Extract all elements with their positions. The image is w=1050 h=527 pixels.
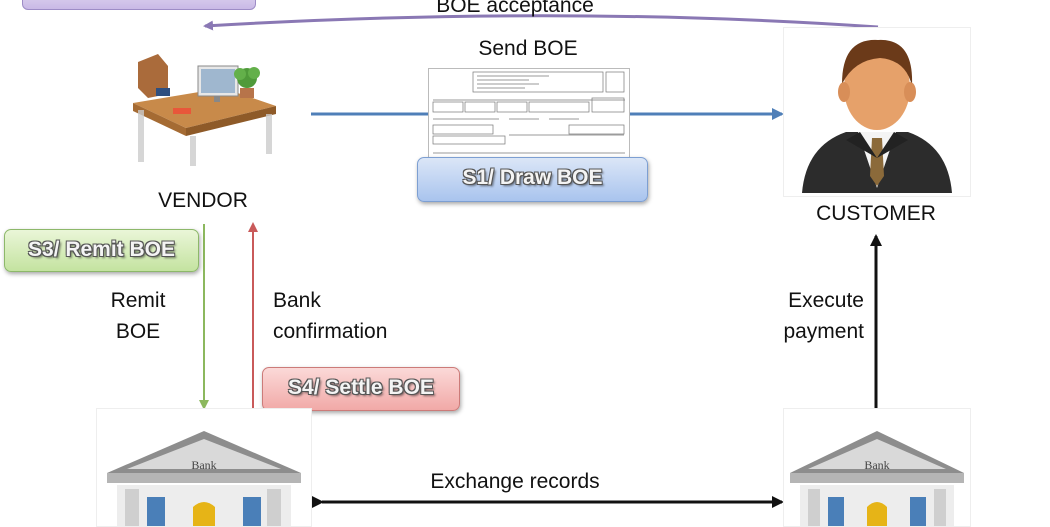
remit-boe-label: Remit BOE (88, 285, 188, 347)
step-s1-draw-boe: S1/ Draw BOE (417, 157, 648, 202)
bank-sign: Bank (191, 458, 216, 472)
bank-confirmation-label-line2: confirmation (273, 320, 388, 343)
vendor-label: VENDOR (158, 189, 248, 212)
execute-payment-label: Execute payment (752, 285, 864, 347)
send-boe-label: Send BOE (478, 37, 578, 60)
vendor-desk-image (128, 48, 278, 168)
step-s4-settle-boe: S4/ Settle BOE (262, 367, 460, 411)
customer-label: CUSTOMER (816, 202, 936, 225)
businessman-illustration (802, 39, 952, 193)
bank-sign: Bank (864, 458, 889, 472)
vendor-bank-image: Bank (96, 408, 312, 527)
desk-illustration (133, 54, 276, 166)
customer-image (783, 27, 971, 197)
boe-document-image (428, 68, 630, 162)
bank-building-illustration: Bank (107, 431, 301, 526)
customer-bank-image: Bank (783, 408, 971, 527)
bank-confirmation-label: Bank confirmation (273, 285, 443, 347)
step-s3-remit-boe: S3/ Remit BOE (4, 229, 199, 272)
execute-payment-label-line1: Execute (788, 289, 864, 312)
remit-boe-label-line2: BOE (115, 320, 161, 343)
boe-form-lines (432, 71, 625, 154)
remit-boe-label-line1: Remit (110, 289, 166, 312)
bank-building-illustration: Bank (790, 431, 964, 526)
clipped-purple-box (22, 0, 256, 10)
exchange-records-label: Exchange records (430, 470, 600, 493)
bank-confirmation-label-line1: Bank (273, 289, 321, 312)
boe-acceptance-arrow (203, 14, 879, 31)
execute-payment-label-line2: payment (783, 320, 864, 343)
boe-acceptance-label: BOE acceptance (436, 0, 594, 17)
